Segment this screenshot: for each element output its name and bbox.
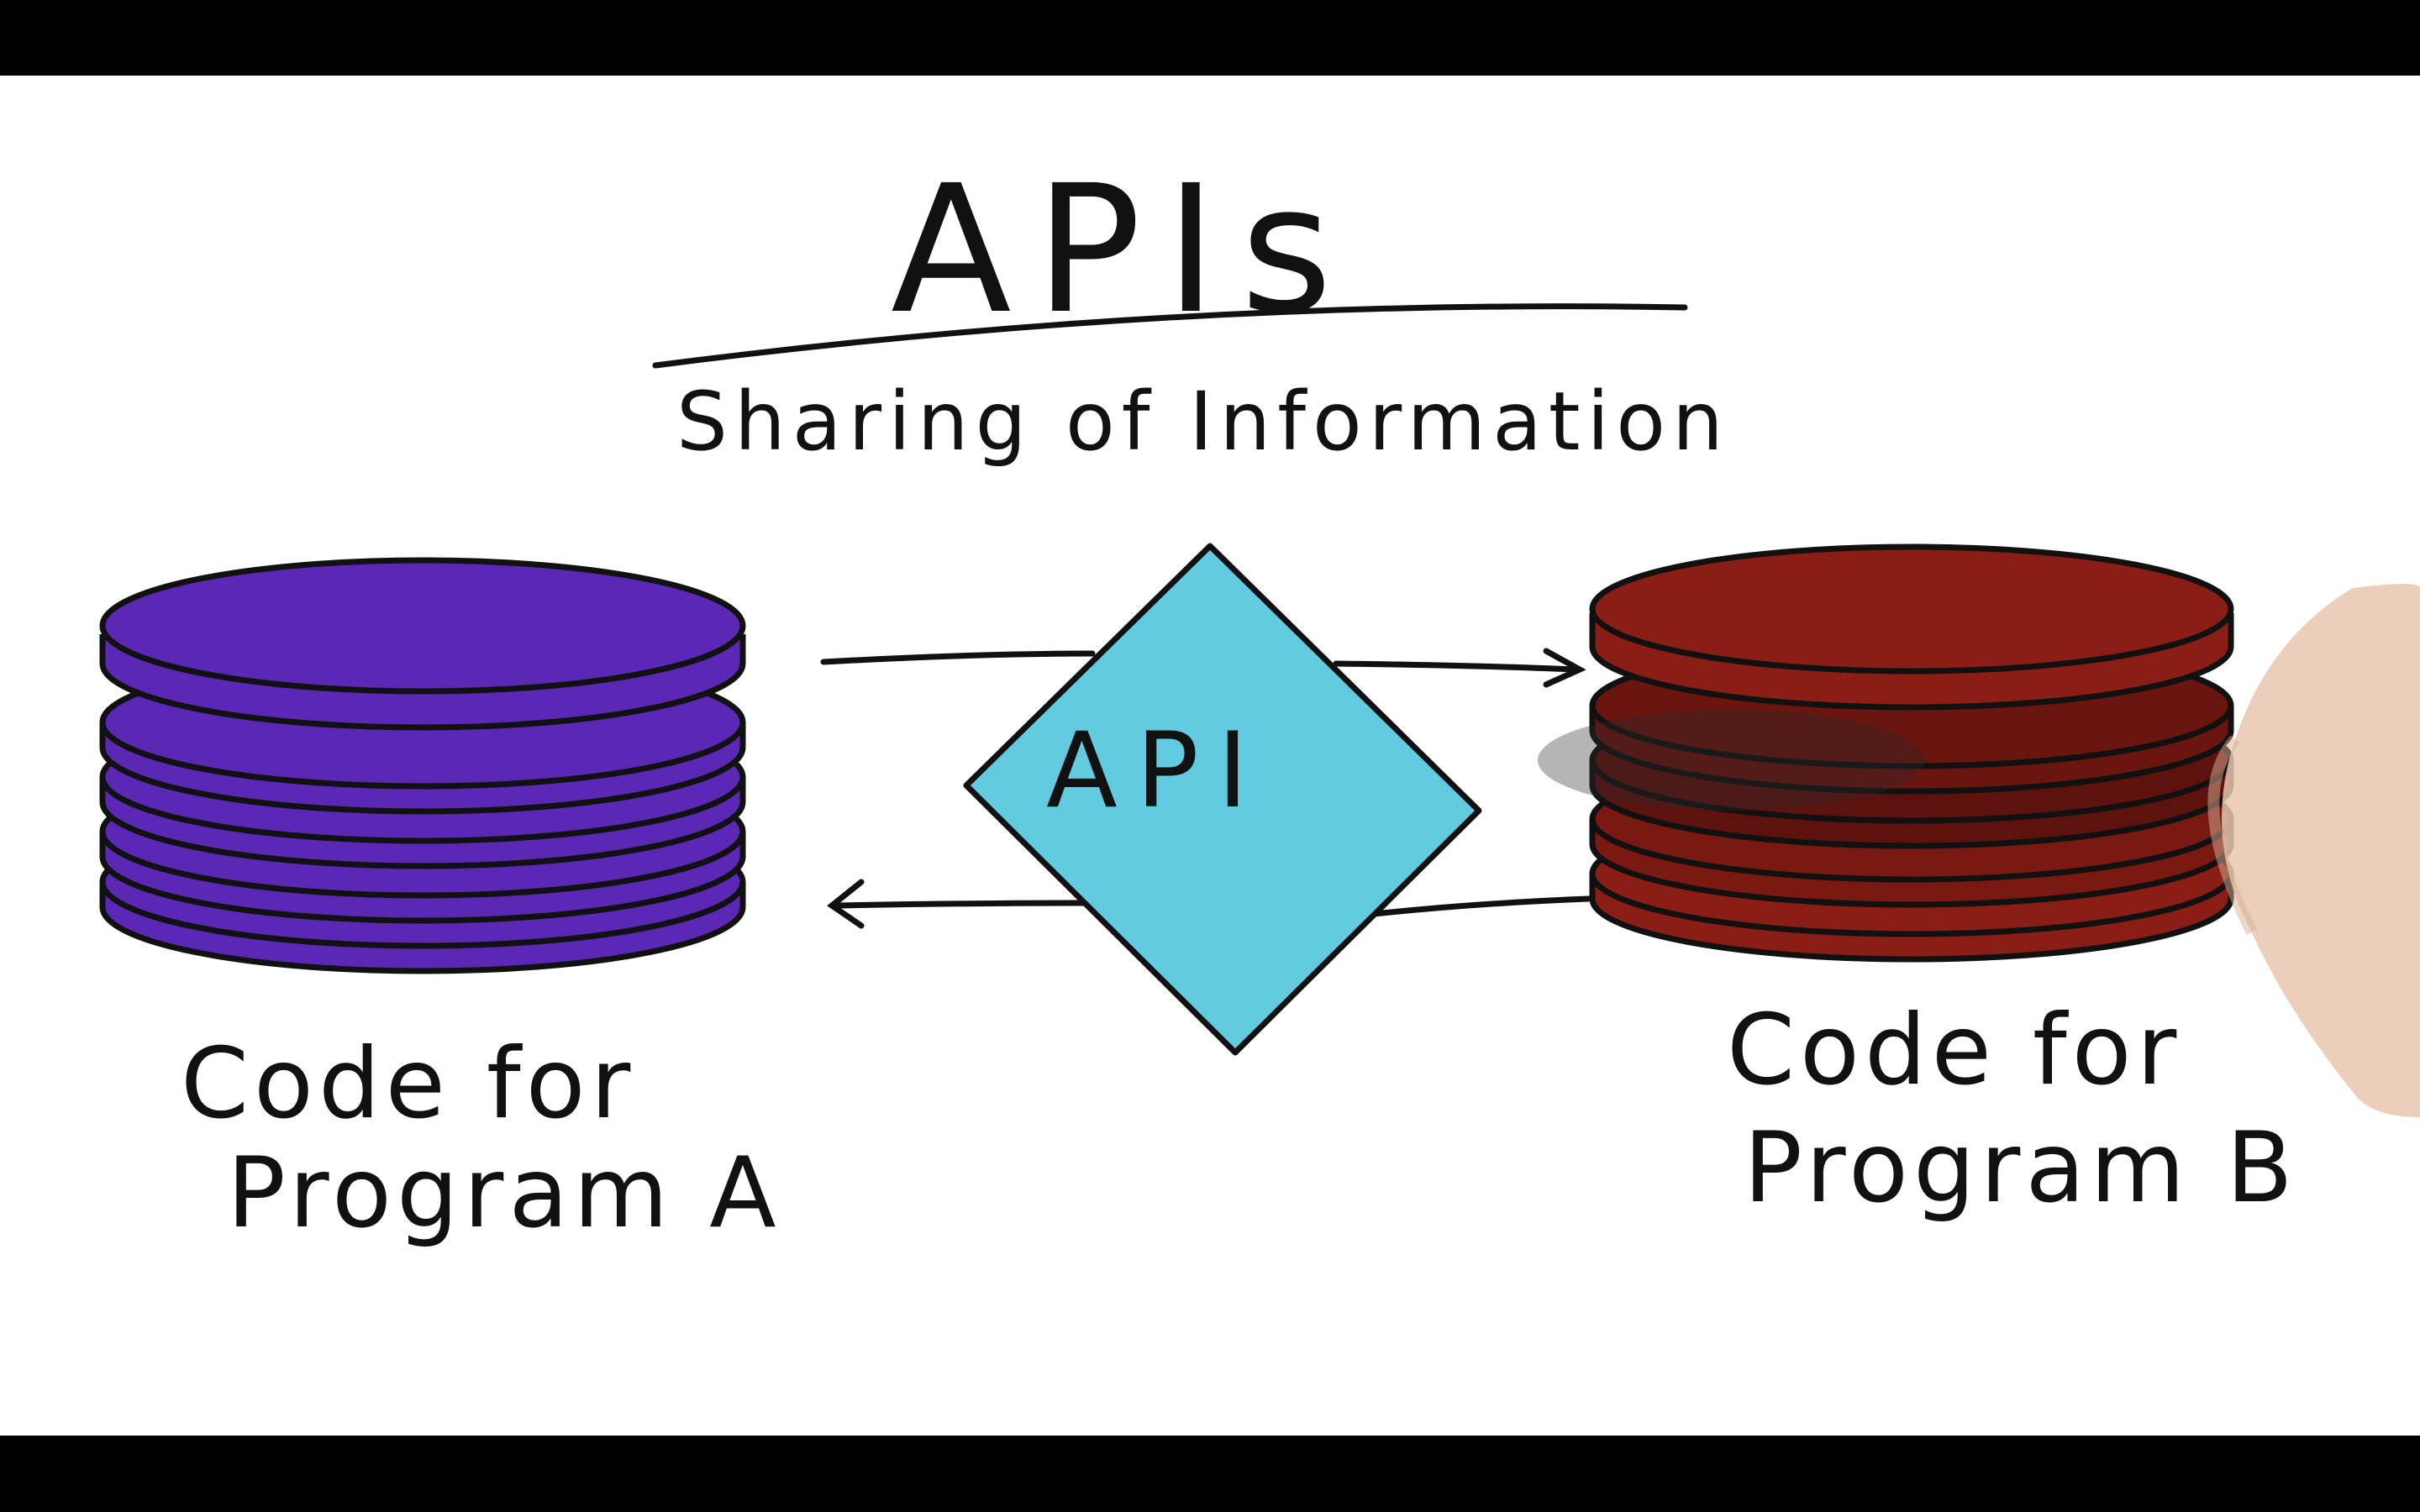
response-arrow (827, 879, 1591, 929)
letterbox-bottom (0, 1436, 2420, 1512)
letterbox-top (0, 0, 2420, 76)
api-diamond (963, 543, 1482, 1056)
title-underline (652, 303, 1688, 369)
program-a-caption-line2: Program A (227, 1137, 781, 1250)
request-arrow (820, 648, 1586, 688)
diagram-subtitle: Sharing of Information (676, 375, 1730, 469)
presenter-hand (1538, 584, 2420, 1117)
program-a-caption-line1: Code for (181, 1027, 635, 1141)
api-label: API (1046, 711, 1266, 832)
program-a-stack (99, 557, 746, 974)
program-b-caption-line1: Code for (1727, 994, 2181, 1107)
program-b-caption-line2: Program B (1744, 1111, 2298, 1225)
program-b-stack (1589, 543, 2234, 963)
